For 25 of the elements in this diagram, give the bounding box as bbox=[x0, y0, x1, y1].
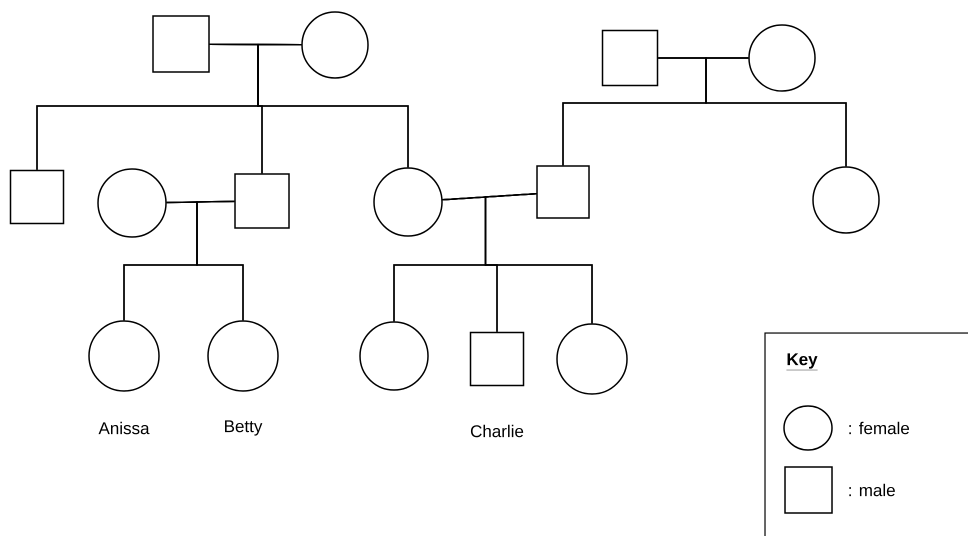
square-symbol bbox=[152, 15, 210, 73]
circle-symbol bbox=[88, 320, 160, 392]
square-symbol bbox=[234, 173, 290, 229]
key-heading: Key bbox=[786, 353, 818, 370]
descent-line bbox=[196, 200, 244, 320]
legend-text: : female bbox=[849, 422, 910, 434]
legend-text: : male bbox=[849, 484, 895, 496]
circle-symbol bbox=[748, 24, 816, 92]
circle-symbol bbox=[556, 323, 628, 395]
descent-line bbox=[484, 192, 593, 324]
square-symbol bbox=[536, 165, 590, 219]
circle-symbol bbox=[373, 167, 443, 237]
descent-line bbox=[257, 44, 409, 168]
circle-symbol bbox=[97, 168, 167, 238]
circle-symbol bbox=[301, 11, 369, 79]
square-symbol bbox=[10, 170, 64, 224]
descent-line bbox=[705, 57, 847, 166]
person-name: Anissa bbox=[98, 422, 150, 434]
circle-symbol bbox=[207, 320, 279, 392]
circle-symbol bbox=[359, 321, 429, 391]
person-name: Charlie bbox=[470, 424, 524, 438]
square-symbol bbox=[470, 332, 524, 386]
circle-symbol bbox=[812, 166, 880, 234]
person-name: Betty bbox=[225, 420, 262, 436]
square-symbol bbox=[602, 30, 658, 86]
